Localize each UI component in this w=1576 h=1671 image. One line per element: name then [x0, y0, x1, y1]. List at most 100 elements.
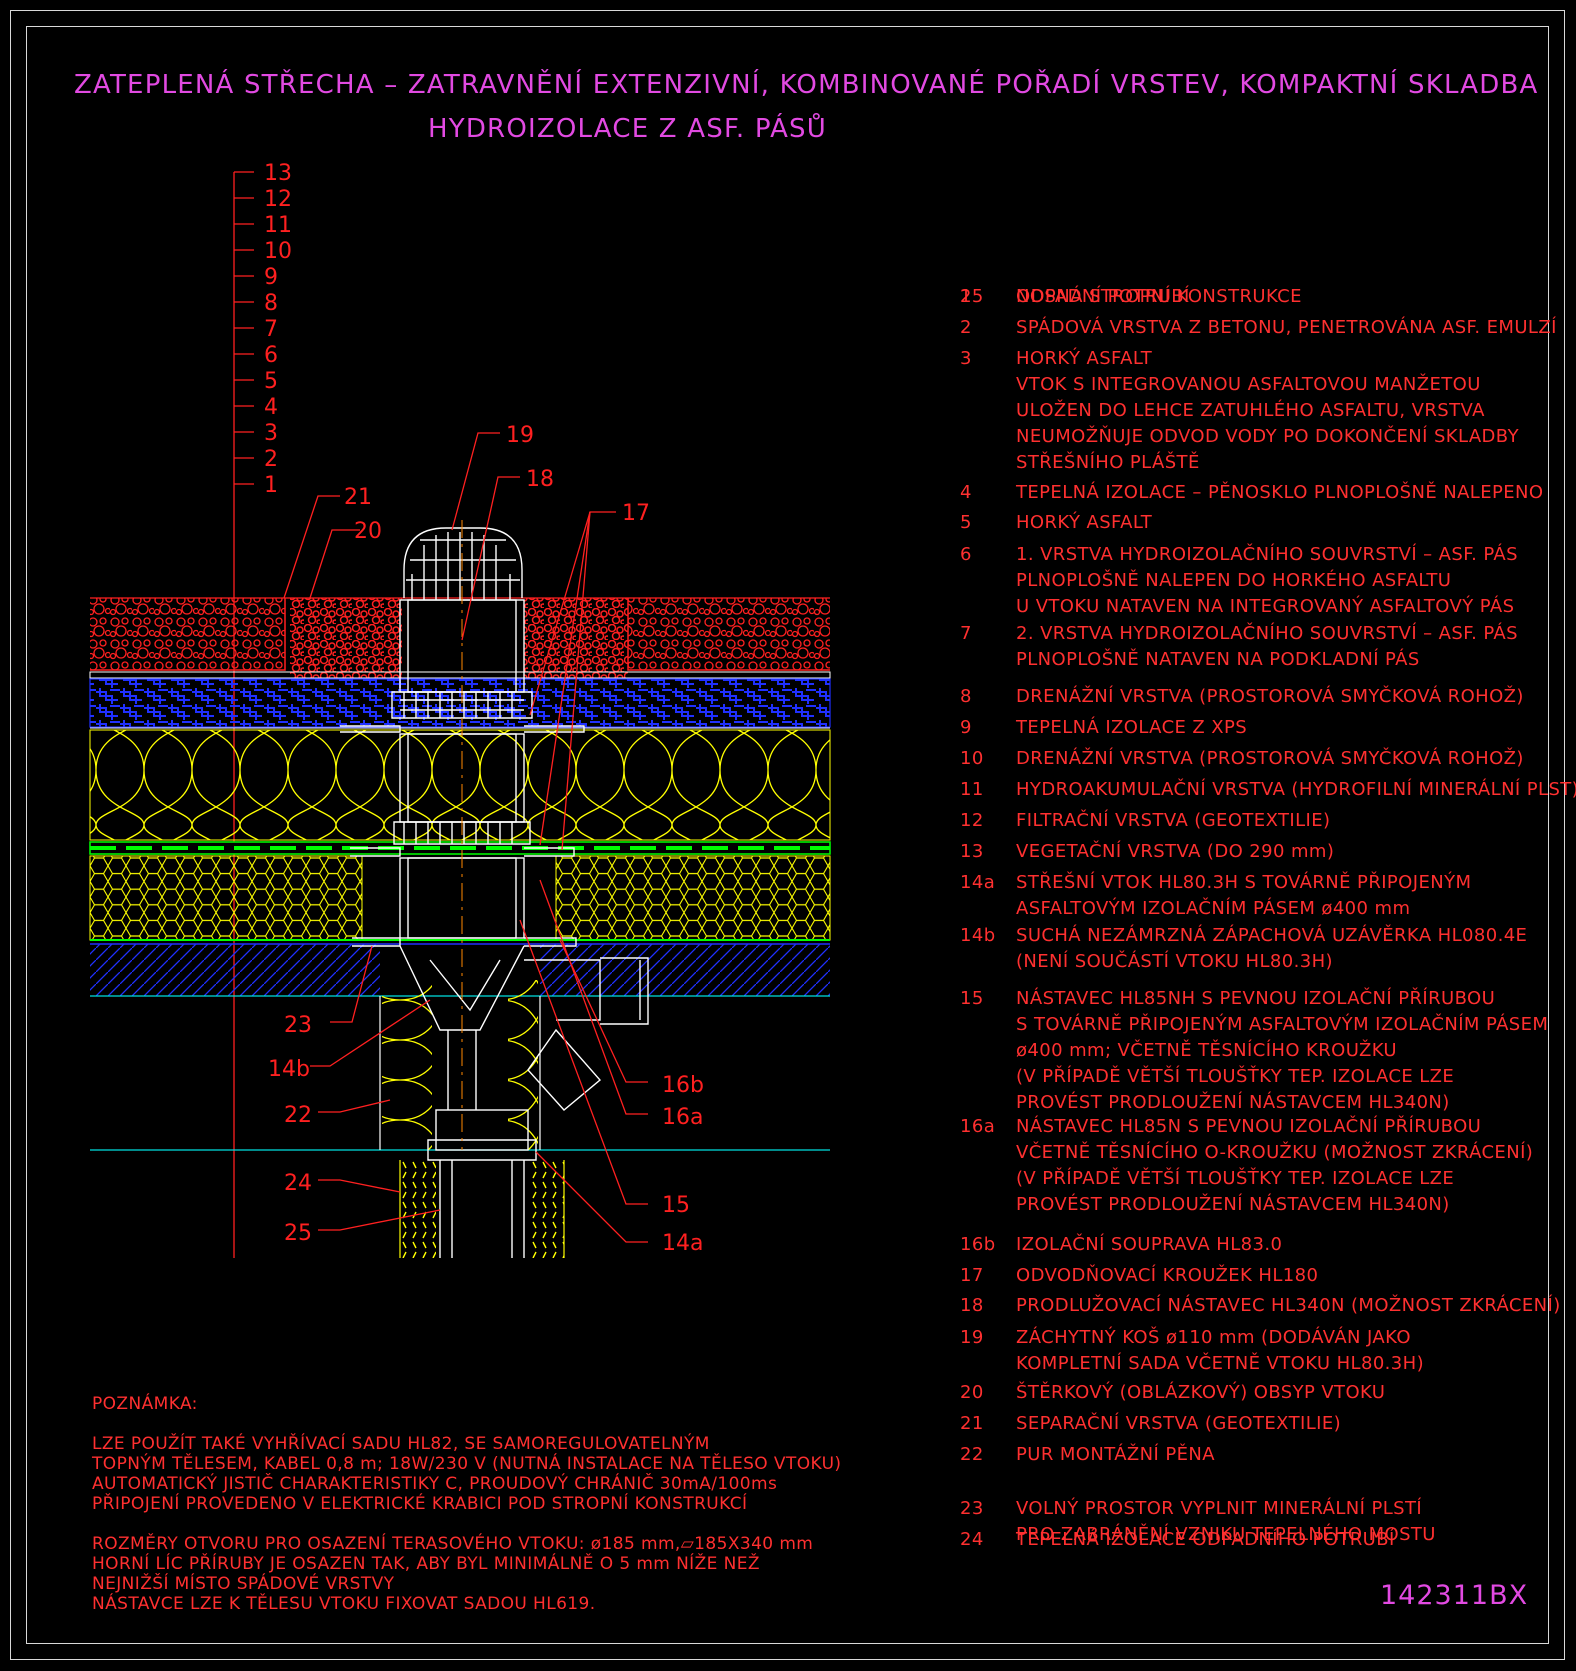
legend-number: 6	[960, 544, 972, 565]
note-line: AUTOMATICKÝ JISTIČ CHARAKTERISTIKY C, PR…	[92, 1474, 778, 1494]
scale-label: 4	[264, 395, 278, 420]
legend-number: 11	[960, 779, 984, 800]
legend-text: TEPELNÁ IZOLACE – PĚNOSKLO PLNOPLOŠNĚ NA…	[1016, 480, 1543, 506]
legend-number: 24	[960, 1529, 984, 1550]
legend-number: 4	[960, 482, 972, 503]
legend-text-line: SPÁDOVÁ VRSTVA Z BETONU, PENETROVÁNA ASF…	[1016, 317, 1557, 338]
legend-text-line: ODVODŇOVACÍ KROUŽEK HL180	[1016, 1265, 1319, 1286]
callout-16a: 16a	[662, 1105, 703, 1130]
note-line: NÁSTAVCE LZE K TĚLESU VTOKU FIXOVAT SADO…	[92, 1594, 596, 1614]
callout-20: 20	[354, 519, 382, 544]
legend-text: HYDROAKUMULAČNÍ VRSTVA (HYDROFILNÍ MINER…	[1016, 777, 1576, 803]
legend-number: 9	[960, 717, 972, 738]
callout-22: 22	[284, 1103, 312, 1128]
note-heading: POZNÁMKA:	[92, 1394, 198, 1414]
callout-16b: 16b	[662, 1073, 704, 1098]
legend-text-line: S TOVÁRNĚ PŘIPOJENÝM ASFALTOVÝM IZOLAČNÍ…	[1016, 1014, 1549, 1035]
legend-text: STŘEŠNÍ VTOK HL80.3H S TOVÁRNĚ PŘIPOJENÝ…	[1016, 870, 1471, 922]
legend-text-line: PLNOPLOŠNĚ NATAVEN NA PODKLADNÍ PÁS	[1016, 649, 1420, 670]
inner-frame	[26, 26, 1549, 1644]
legend-text: NÁSTAVEC HL85N S PEVNOU IZOLAČNÍ PŘÍRUBO…	[1016, 1114, 1533, 1218]
legend-text-line: PLNOPLOŠNĚ NALEPEN DO HORKÉHO ASFALTU	[1016, 570, 1452, 591]
note-block: POZNÁMKA: LZE POUŽÍT TAKÉ VYHŘÍVACÍ SADU…	[92, 1394, 841, 1614]
legend-text-line: PUR MONTÁŽNÍ PĚNA	[1016, 1444, 1215, 1465]
legend-text-line: ŠTĚRKOVÝ (OBLÁZKOVÝ) OBSYP VTOKU	[1016, 1382, 1386, 1403]
gravel-surround-right	[524, 598, 628, 678]
pur-foam-right	[508, 980, 538, 1150]
legend-text-line: VČETNĚ TĚSNÍCÍHO O-KROUŽKU (MOŽNOST ZKRÁ…	[1016, 1142, 1534, 1163]
drainage-mat-upper	[89, 678, 831, 728]
legend-text-line: 2. VRSTVA HYDROIZOLAČNÍHO SOUVRSTVÍ – AS…	[1016, 623, 1518, 644]
scale-label: 8	[264, 291, 278, 316]
legend-text: NÁSTAVEC HL85NH S PEVNOU IZOLAČNÍ PŘÍRUB…	[1016, 986, 1548, 1116]
scale-label: 1	[264, 473, 278, 498]
legend-number: 8	[960, 686, 972, 707]
note-line: ROZMĚRY OTVORU PRO OSAZENÍ TERASOVÉHO VT…	[92, 1534, 814, 1554]
legend-text-line: NOSNÁ STROPNÍ KONSTRUKCE	[1016, 286, 1302, 307]
legend-number: 22	[960, 1444, 984, 1465]
foamglass-left	[89, 855, 363, 941]
legend-text: DRENÁŽNÍ VRSTVA (PROSTOROVÁ SMYČKOVÁ ROH…	[1016, 684, 1524, 710]
callout-14a: 14a	[662, 1231, 703, 1256]
legend-text-line: SUCHÁ NEZÁMRZNÁ ZÁPACHOVÁ UZÁVĚRKA HL080…	[1016, 925, 1528, 946]
legend-text: HORKÝ ASFALT VTOK S INTEGROVANOU ASFALTOV…	[1016, 346, 1519, 476]
title-line-2: HYDROIZOLACE Z ASF. PÁSŮ	[428, 114, 827, 144]
scale-label: 7	[264, 317, 278, 342]
legend-text-line: NÁSTAVEC HL85NH S PEVNOU IZOLAČNÍ PŘÍRUB…	[1016, 988, 1496, 1009]
drawing-code: 142311BX	[1380, 1580, 1529, 1611]
legend-text-line: PRODLUŽOVACÍ NÁSTAVEC HL340N (MOŽNOST ZK…	[1016, 1295, 1561, 1316]
scale-label: 12	[264, 187, 292, 212]
legend-text: PUR MONTÁŽNÍ PĚNA	[1016, 1442, 1215, 1468]
legend-text-line: STŘEŠNÍ VTOK HL80.3H S TOVÁRNĚ PŘIPOJENÝ…	[1016, 872, 1472, 893]
legend-text-line: DRENÁŽNÍ VRSTVA (PROSTOROVÁ SMYČKOVÁ ROH…	[1016, 748, 1524, 769]
title-line-1: ZATEPLENÁ STŘECHA – ZATRAVNĚNÍ EXTENZIVN…	[74, 70, 1539, 100]
scale-label: 10	[264, 239, 292, 264]
legend-text-line: (NENÍ SOUČÁSTÍ VTOKU HL80.3H)	[1016, 951, 1333, 972]
callout-25: 25	[284, 1221, 312, 1246]
drain-assembly	[340, 527, 649, 1258]
legend-number: 18	[960, 1295, 984, 1316]
legend-text-line: HORKÝ ASFALT	[1016, 348, 1153, 369]
note-line: HORNÍ LÍC PŘÍRUBY JE OSAZEN TAK, ABY BYL…	[92, 1554, 760, 1574]
scale-label: 9	[264, 265, 278, 290]
note-line	[92, 1514, 841, 1534]
scale-label: 5	[264, 369, 278, 394]
legend-number: 3	[960, 348, 972, 369]
roof-layers	[89, 597, 831, 1151]
legend-number: 2	[960, 317, 972, 338]
legend-number: 23	[960, 1498, 984, 1519]
legend-text: HORKÝ ASFALT	[1016, 510, 1152, 536]
scale-label: 6	[264, 343, 278, 368]
legend-text-line: PROVÉST PRODLOUŽENÍ NÁSTAVCEM HL340N)	[1016, 1194, 1450, 1215]
legend-text-line: TEPELNÁ IZOLACE ODPADNÍHO POTRUBÍ	[1016, 1529, 1395, 1550]
scale-label: 2	[264, 447, 278, 472]
legend-number: 13	[960, 841, 984, 862]
legend-number: 20	[960, 1382, 984, 1403]
legend-text-line: 1. VRSTVA HYDROIZOLAČNÍHO SOUVRSTVÍ – AS…	[1016, 544, 1518, 565]
note-line: NEJNIŽŠÍ MÍSTO SPÁDOVÉ VRSTVY	[92, 1574, 395, 1594]
legend-text-line: (V PŘÍPADĚ VĚTŠÍ TLOUŠŤKY TEP. IZOLACE L…	[1016, 1168, 1455, 1189]
legend-number: 21	[960, 1413, 984, 1434]
callout-23: 23	[284, 1013, 312, 1038]
legend-text: PRODLUŽOVACÍ NÁSTAVEC HL340N (MOŽNOST ZK…	[1016, 1293, 1561, 1319]
legend-text-line: VTOK S INTEGROVANOU ASFALTOVOU MANŽETOU	[1016, 374, 1481, 395]
scale-label: 13	[264, 161, 292, 186]
legend-text-line: ZÁCHYTNÝ KOŠ ø110 mm (DODÁVÁN JAKO	[1016, 1327, 1411, 1348]
legend-text-line: VOLNÝ PROSTOR VYPLNIT MINERÁLNÍ PLSTÍ	[1016, 1498, 1423, 1519]
scale-label: 3	[264, 421, 278, 446]
legend-text-line: NÁSTAVEC HL85N S PEVNOU IZOLAČNÍ PŘÍRUBO…	[1016, 1116, 1482, 1137]
legend-number: 1	[960, 286, 972, 307]
callout-18: 18	[526, 467, 554, 492]
legend-number: 16a	[960, 1116, 996, 1137]
legend-text: TEPELNÁ IZOLACE Z XPS	[1016, 715, 1247, 741]
note-line	[92, 1414, 841, 1434]
note-line: LZE POUŽÍT TAKÉ VYHŘÍVACÍ SADU HL82, SE …	[92, 1434, 710, 1454]
legend-text-line: TEPELNÁ IZOLACE Z XPS	[1016, 717, 1248, 738]
legend-number: 15	[960, 988, 984, 1009]
legend-text-line: HORKÝ ASFALT	[1016, 512, 1153, 533]
legend-text: DRENÁŽNÍ VRSTVA (PROSTOROVÁ SMYČKOVÁ ROH…	[1016, 746, 1524, 772]
legend-text: ODPADNÍ POTRUBÍ	[1016, 284, 1190, 310]
